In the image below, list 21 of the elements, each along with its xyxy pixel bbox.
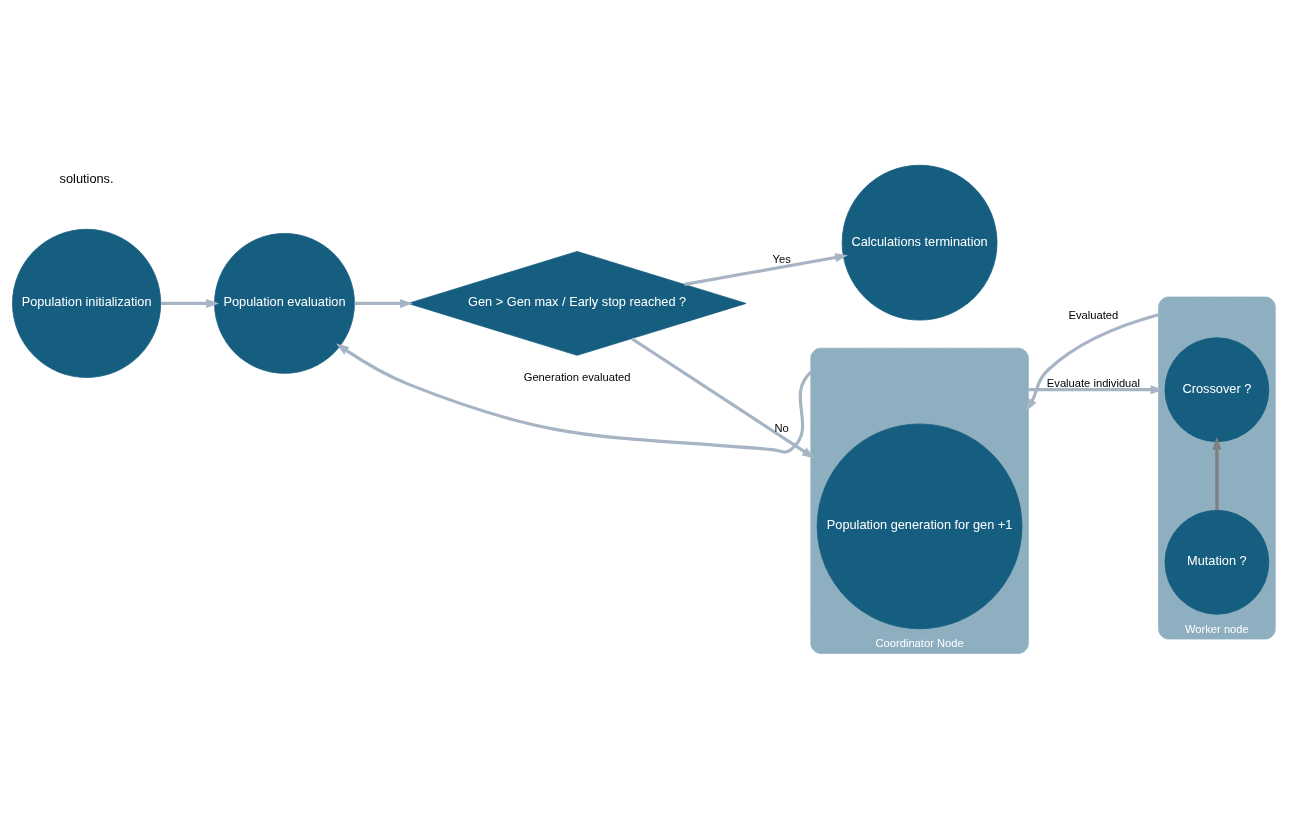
node-circle: Population evaluation	[214, 232, 355, 374]
arrow	[1212, 436, 1222, 510]
node-diamond: Gen > Gen max / Early stop reached ?	[407, 250, 747, 356]
arrow	[1028, 384, 1164, 394]
node-circle: Population initialization	[12, 228, 162, 378]
arrow	[161, 298, 219, 308]
label: solutions.	[59, 170, 114, 186]
node-circle: Calculations termination	[841, 164, 998, 320]
edge-label: Generation evaluated	[523, 370, 631, 383]
node-circle: Population generation for gen +1	[816, 423, 1023, 629]
node-circle: Mutation ?	[1164, 509, 1270, 615]
arrow	[336, 343, 813, 454]
arrow	[354, 298, 413, 308]
edge-label: Evaluate individual	[1046, 376, 1141, 389]
edge-label: Yes	[772, 252, 791, 265]
edge-label: No	[774, 421, 789, 434]
arrow	[1025, 312, 1159, 411]
arrow	[631, 336, 815, 458]
node-circle: Crossover ?	[1164, 336, 1270, 442]
arrow	[684, 252, 848, 286]
edge-label: Evaluated	[1068, 308, 1119, 321]
